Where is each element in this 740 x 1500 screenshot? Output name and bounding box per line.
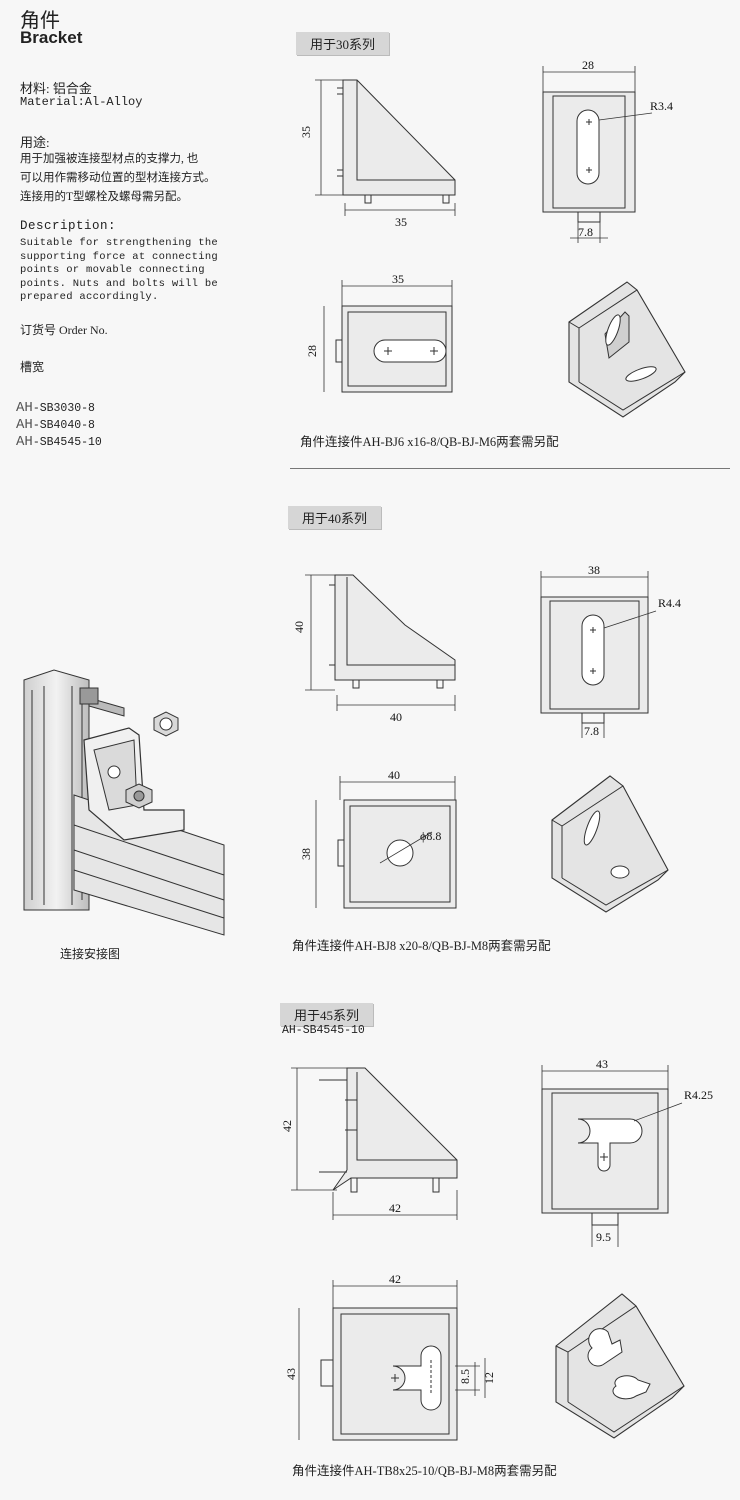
installation-illustration	[23, 669, 225, 936]
dim-slot-a: 8.5	[458, 1369, 472, 1384]
dim-top-width: 43	[596, 1057, 608, 1071]
slot-label: 槽宽	[20, 360, 45, 374]
dim-bottom-height: 43	[284, 1368, 298, 1380]
dim-radius: R4.25	[684, 1088, 713, 1102]
bottom-view-45: 42 43 8.5 12	[284, 1272, 496, 1441]
description-line: supporting force at connecting	[20, 250, 219, 263]
section-caption-30: 角件连接件AH-BJ6 x16-8/QB-BJ-M6两套需另配	[300, 435, 559, 449]
section-caption-45: 角件连接件AH-TB8x25-10/QB-BJ-M8两套需另配	[292, 1464, 557, 1478]
order-code: AH-SB4040-8	[16, 417, 95, 433]
dim-width: 35	[395, 215, 407, 229]
dim-bottom-width: 40	[388, 768, 400, 782]
material-cn: 材料: 铝合金	[20, 81, 92, 96]
material-en: Material:Al-Alloy	[20, 95, 143, 109]
dim-radius: R3.4	[650, 99, 673, 113]
order-code: AH-SB4545-10	[16, 434, 102, 450]
top-view-45: 43 R4.25 9.5	[541, 1057, 713, 1247]
side-view-45: 42 42	[280, 1067, 458, 1220]
top-view-40: 38 R4.4 7.8	[540, 563, 681, 738]
section-caption-40: 角件连接件AH-BJ8 x20-8/QB-BJ-M8两套需另配	[292, 939, 551, 953]
description-line: Suitable for strengthening the	[20, 237, 219, 249]
dim-key: 9.5	[596, 1230, 611, 1244]
bottom-view-40: 40 38 ϕ8.8	[299, 768, 457, 909]
dim-radius: R4.4	[658, 596, 681, 610]
section-divider	[290, 468, 730, 469]
usage-label: 用途:	[20, 135, 50, 150]
page-title-en: Bracket	[20, 28, 83, 47]
section-code-45: AH-SB4545-10	[282, 1024, 365, 1037]
dim-height: 35	[299, 126, 313, 138]
dim-bottom-width: 42	[389, 1272, 401, 1286]
description-line: points or movable connecting	[20, 264, 205, 276]
order-code: AH-SB3030-8	[16, 400, 95, 416]
section-tag-30: 用于30系列	[296, 32, 390, 55]
iso-view-45	[555, 1293, 685, 1439]
description-line: points. Nuts and bolts will be	[20, 277, 219, 290]
dim-width: 42	[389, 1201, 401, 1215]
usage-line: 连接用的T型螺栓及螺母需另配。	[20, 191, 189, 203]
page-title-cn: 角件	[20, 10, 60, 32]
order-codes: AH-SB3030-8 AH-SB4040-8 AH-SB4545-10	[16, 400, 102, 451]
usage-line: 可以用作需移动位置的型材连接方式。	[20, 172, 216, 184]
description-text: Suitable for strengthening the supportin…	[20, 237, 218, 305]
dim-bottom-height: 28	[305, 345, 319, 357]
usage-text: 用于加强被连接型材点的支撑力, 也 可以用作需移动位置的型材连接方式。 连接用的…	[20, 150, 216, 207]
description-line: prepared accordingly.	[20, 291, 159, 303]
dim-top-width: 38	[588, 563, 600, 577]
dim-hole: ϕ8.8	[420, 829, 441, 843]
dim-bottom-width: 35	[392, 272, 404, 286]
dim-slot-b: 12	[482, 1372, 496, 1384]
side-view-40: 40 40	[292, 574, 456, 724]
installation-caption: 连接安接图	[60, 947, 121, 961]
iso-view-40	[551, 775, 669, 913]
dim-key: 7.8	[584, 724, 599, 738]
section-tag-45: 用于45系列	[280, 1003, 374, 1026]
iso-view-30	[568, 281, 686, 418]
top-view-30: 28 R3.4 7.8	[542, 58, 673, 243]
usage-line: 用于加强被连接型材点的支撑力, 也	[20, 153, 199, 165]
order-label: 订货号 Order No.	[20, 323, 108, 337]
side-view-30: 35 35	[299, 79, 456, 229]
dim-height: 40	[292, 621, 306, 633]
dim-key: 7.8	[578, 225, 593, 239]
dim-bottom-height: 38	[299, 848, 313, 860]
bottom-view-30: 35 28	[305, 272, 453, 393]
dim-width: 40	[390, 710, 402, 724]
section-tag-40: 用于40系列	[288, 506, 382, 529]
description-label: Description:	[20, 219, 117, 233]
dim-top-width: 28	[582, 58, 594, 72]
dim-height: 42	[280, 1120, 294, 1132]
